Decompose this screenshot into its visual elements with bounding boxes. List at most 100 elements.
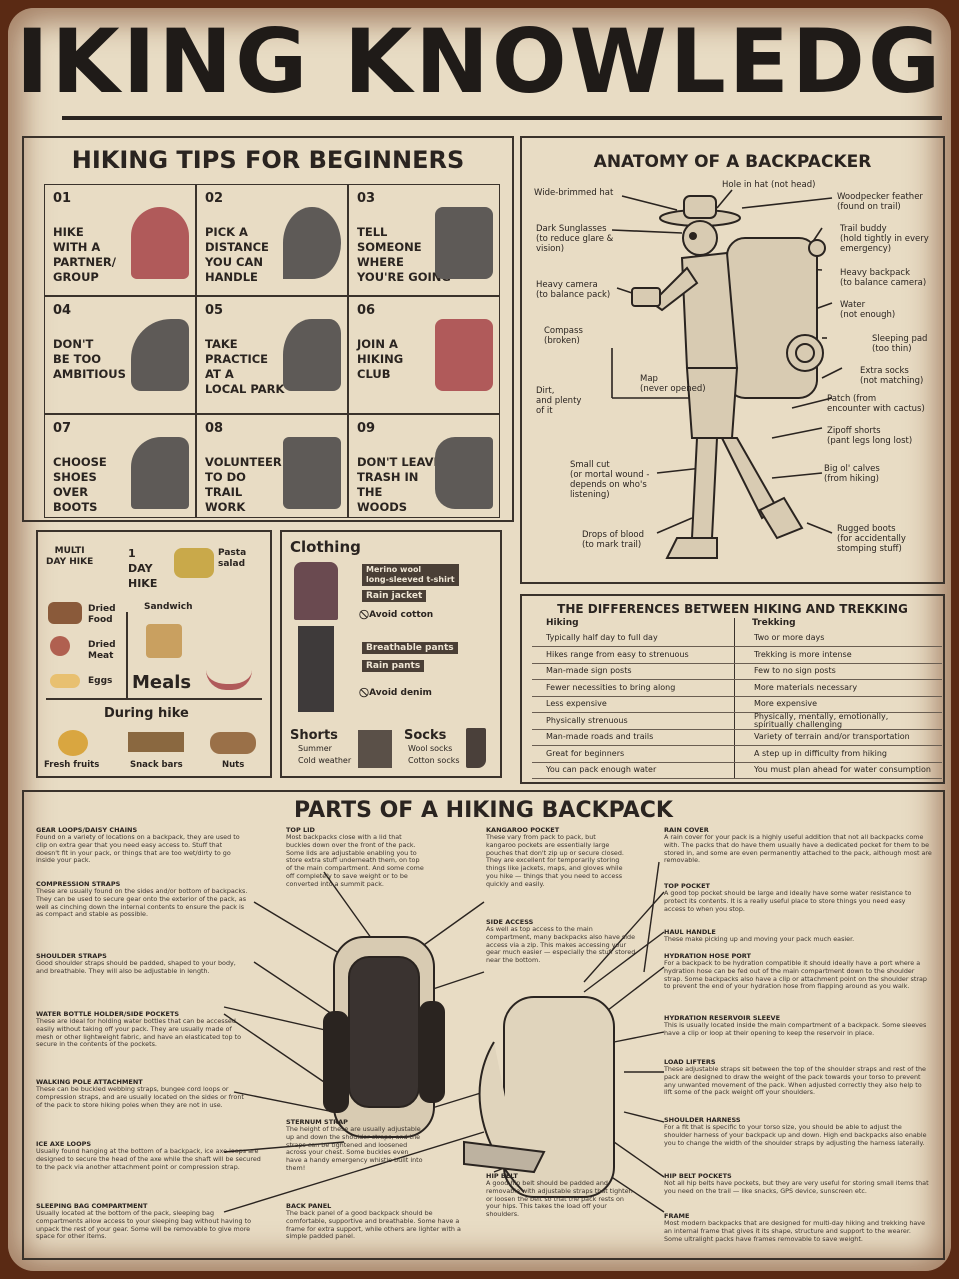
shoe-icon <box>131 437 189 509</box>
part-description: The height of these are usually adjustab… <box>286 1125 423 1172</box>
part-title: SHOULDER HARNESS <box>664 1116 741 1124</box>
flexed-arm-icon <box>131 319 189 391</box>
anatomy-heading: ANATOMY OF A BACKPACKER <box>593 152 872 172</box>
dried-meat-label: Dried Meat <box>88 640 116 661</box>
label-patch: Patch (from encounter with cactus) <box>827 394 925 414</box>
col-hiking: Hiking <box>546 618 579 628</box>
part-description: A good top pocket should be large and id… <box>664 889 912 913</box>
label-sunglasses: Dark Sunglasses (to reduce glare & visio… <box>536 224 614 254</box>
during-hike-label: During hike <box>104 706 189 721</box>
label-heavy-backpack: Heavy backpack (to balance camera) <box>840 268 927 288</box>
pasta-icon <box>174 548 214 578</box>
dried-food-icon <box>48 602 82 624</box>
backpack-diagram <box>223 861 665 1213</box>
shorts-icon <box>358 730 392 768</box>
wool-socks-label: Wool socks <box>408 744 453 753</box>
main-title: IKING KNOWLEDG <box>15 10 944 113</box>
part-description: Usually found hanging at the bottom of a… <box>36 1147 261 1171</box>
partners-icon <box>131 207 189 279</box>
label-map: Map (never opened) <box>640 374 706 394</box>
part-description: These vary from pack to pack, but kangar… <box>486 833 624 888</box>
stretching-person-icon <box>283 319 341 391</box>
sign: IKING KNOWLEDG HIKING TIPS FOR BEGINNERS… <box>8 8 951 1271</box>
part-description: These are ideal for holding water bottle… <box>36 1017 242 1049</box>
trekking-cell: Physically, mentally, emotionally, spiri… <box>754 711 889 729</box>
part-description: For a fit that is specific to your torso… <box>664 1123 927 1147</box>
part-title: HIP BELT <box>486 1172 518 1180</box>
label-trail-buddy: Trail buddy (hold tightly in every emerg… <box>840 224 929 254</box>
hiking-cell: Fewer necessities to bring along <box>546 682 676 692</box>
trekking-cell: More expensive <box>754 699 818 708</box>
cold-weather-label: Cold weather <box>298 756 352 765</box>
part-title: HYDRATION HOSE PORT <box>664 952 751 960</box>
sock-icon <box>466 728 486 768</box>
tip-text: VOLUNTEER TO DO TRAIL WORK <box>205 455 282 514</box>
pasta-label: Pasta salad <box>218 548 247 569</box>
differences-heading: THE DIFFERENCES BETWEEN HIKING AND TREKK… <box>557 602 908 616</box>
snack-bars-icon <box>128 732 184 752</box>
one-day-label: 1 DAY HIKE <box>128 547 158 590</box>
part-description: Most modern backpacks that are designed … <box>664 1219 925 1243</box>
tip-number: 08 <box>205 421 224 436</box>
tip-text: DON'T BE TOO AMBITIOUS <box>53 337 126 381</box>
nuts-icon <box>210 732 256 754</box>
part-title: HAUL HANDLE <box>664 928 716 936</box>
hiking-cell: Hikes range from easy to strenuous <box>546 649 689 659</box>
tip-number: 09 <box>357 421 376 436</box>
tips-heading: HIKING TIPS FOR BEGINNERS <box>71 146 465 174</box>
socks-label: Socks <box>404 728 447 743</box>
part-description: These make picking up and moving your pa… <box>664 935 855 943</box>
label-extra-socks: Extra socks (not matching) <box>860 366 924 386</box>
table-row: Less expensive More expensive <box>532 696 942 713</box>
part-description: A rain cover for your pack is a highly u… <box>664 833 932 865</box>
sandwich-icon <box>146 624 182 658</box>
tip-number: 07 <box>53 421 72 436</box>
part-title: LOAD LIFTERS <box>664 1058 716 1066</box>
tip-text: PICK A DISTANCE YOU CAN HANDLE <box>205 225 269 284</box>
trekking-cell: A step up in difficulty from hiking <box>754 748 887 758</box>
tip-text: TAKE PRACTICE AT A LOCAL PARK <box>205 337 285 396</box>
part-title: ICE AXE LOOPS <box>36 1140 92 1148</box>
label-sleeping-pad: Sleeping pad (too thin) <box>872 334 928 354</box>
avoid-cotton-row: ⃠ Avoid cotton <box>366 610 433 620</box>
avoid-denim-row: ⃠ Avoid denim <box>366 688 432 698</box>
part-title: TOP POCKET <box>664 882 710 890</box>
hiking-cell: You can pack enough water <box>546 765 657 774</box>
tip-number: 04 <box>53 303 72 318</box>
hiking-cell: Typically half day to full day <box>546 633 658 642</box>
rain-pants-tag: Rain pants <box>362 660 425 672</box>
label-zipoff: Zipoff shorts (pant legs long lost) <box>827 426 913 446</box>
part-description: These can be buckled webbing straps, bun… <box>36 1085 244 1109</box>
hiking-cell: Less expensive <box>546 699 607 708</box>
eggs-label: Eggs <box>88 676 113 686</box>
nuts-label: Nuts <box>222 760 245 770</box>
avoid-cotton-label: Avoid cotton <box>369 610 434 620</box>
shorts-label: Shorts <box>290 728 338 743</box>
trekking-cell: Two or more days <box>754 633 825 642</box>
